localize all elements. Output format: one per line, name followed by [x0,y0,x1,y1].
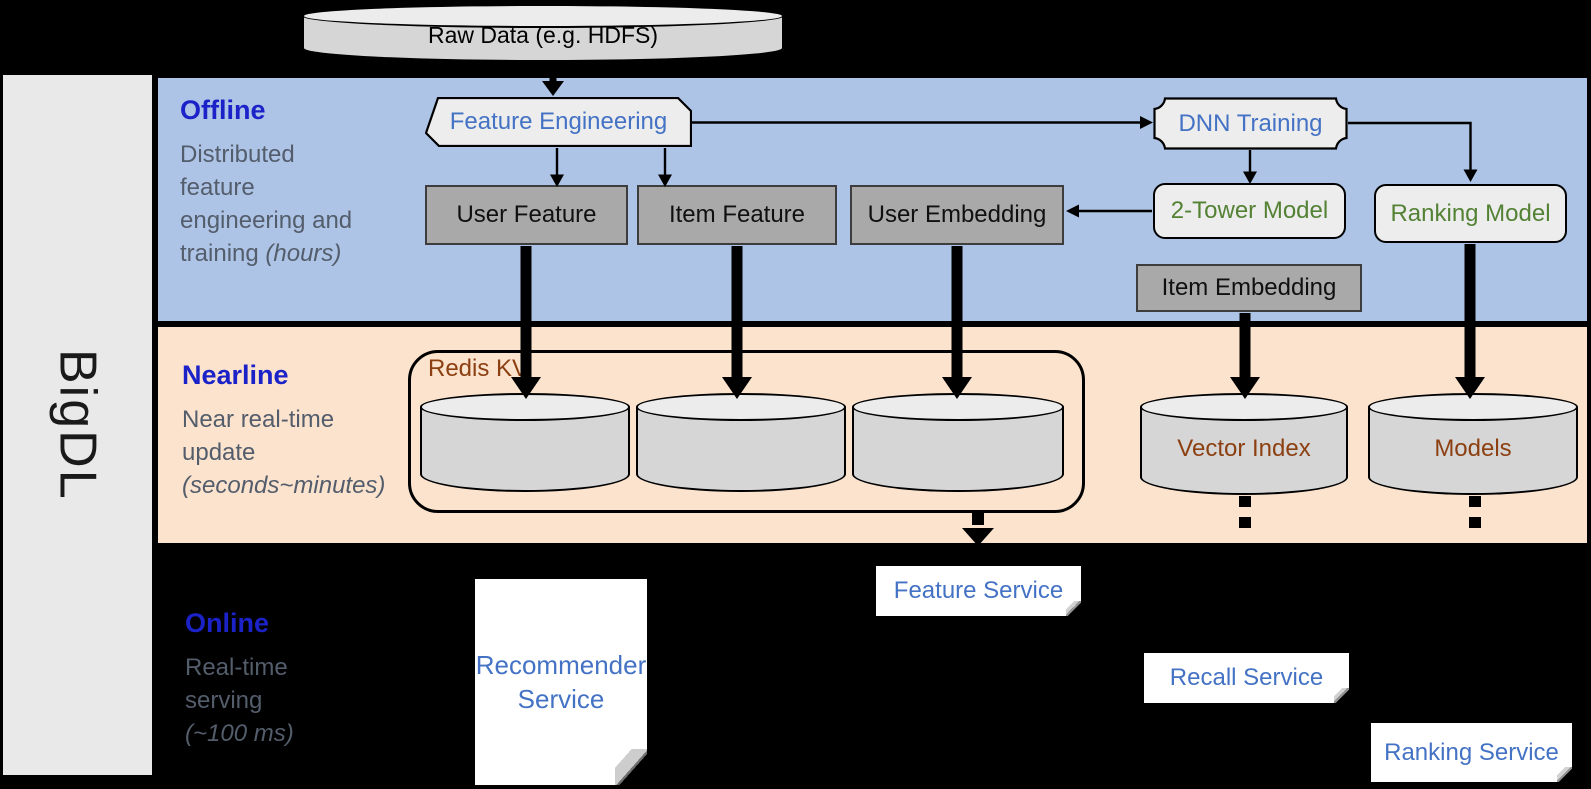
recall-service-box: Recall Service [1144,653,1349,703]
online-info: Online Real-time serving (~100 ms) [185,608,435,750]
raw-data-store: Raw Data (e.g. HDFS) [302,4,784,62]
offline-desc-line: Distributed [180,141,295,168]
redis-shard-cylinder [852,393,1064,492]
ranking-service-box: Ranking Service [1371,723,1572,782]
online-description: Real-time serving (~100 ms) [185,651,435,750]
cylinder-body [1368,407,1578,495]
cylinder-top [420,393,630,421]
user-embedding-node: User Embedding [850,185,1064,245]
cylinder-body [636,407,846,492]
models-label: Models [1434,435,1512,462]
recommender-service-label: Recommender [475,650,647,680]
offline-info: Offline Distributed feature engineering … [180,95,430,270]
vector-index-store: Vector Index [1140,393,1348,495]
cylinder-body [420,407,630,492]
offline-desc-line: engineering and [180,207,353,234]
dnn-training-label: DNN Training [1178,109,1323,137]
user-feature-node: User Feature [425,185,628,245]
two-tower-model-node: 2-Tower Model [1153,183,1346,239]
feature-engineering-node: Feature Engineering [425,97,692,147]
nearline-title: Nearline [182,360,289,390]
recommender-service-label: Service [517,684,605,714]
cylinder-top [1368,393,1578,421]
offline-desc-line: training (hours) [180,237,430,270]
cylinder-top [1140,393,1348,421]
nearline-desc-line: update [182,439,256,466]
card-shape [425,97,692,147]
raw-data-label: Raw Data (e.g. HDFS) [427,22,659,48]
offline-desc-tail: training [180,240,266,267]
cylinder-body [1140,407,1348,495]
bigdl-sidebar: BigDL [3,75,152,775]
item-feature-node: Item Feature [637,185,837,245]
offline-desc-duration: (hours) [265,240,342,267]
nearline-description: Near real-time update (seconds~minutes) [182,403,432,502]
ranking-model-label: Ranking Model [1390,199,1551,227]
redis-kv-label: Redis KV [428,355,529,382]
item-embedding-node: Item Embedding [1136,264,1362,312]
feature-engineering-label: Feature Engineering [449,108,668,135]
cylinder-top [636,393,846,421]
online-desc-line: Real-time [185,654,288,681]
item-embedding-label: Item Embedding [1161,274,1337,301]
recall-service-label: Recall Service [1169,664,1324,691]
plaque-shape [1153,97,1348,150]
nearline-info: Nearline Near real-time update (seconds~… [182,360,432,502]
item-feature-label: Item Feature [668,201,806,228]
dnn-training-node: DNN Training [1153,97,1348,150]
online-desc-duration: (~100 ms) [185,720,294,747]
recommender-service-doc: Recommender Service [475,579,647,785]
offline-desc-line: feature [180,174,255,201]
bigdl-logo-text: BigDL [48,349,107,501]
cylinder-top [302,4,784,28]
online-desc-line: serving [185,687,263,714]
offline-title: Offline [180,95,266,125]
user-embedding-label: User Embedding [867,201,1047,228]
cylinder-top [852,393,1064,421]
models-store: Models [1368,393,1578,495]
ranking-model-node: Ranking Model [1374,184,1567,243]
feature-service-box: Feature Service [876,566,1081,616]
vector-index-label: Vector Index [1177,435,1311,462]
nearline-desc-line: Near real-time [182,406,335,433]
two-tower-model-label: 2-Tower Model [1170,197,1329,224]
offline-description: Distributed feature engineering and trai… [180,138,430,270]
redis-shard-cylinder [636,393,846,492]
feature-service-label: Feature Service [893,577,1064,604]
redis-shard-cylinder [420,393,630,492]
online-title: Online [185,608,270,638]
user-feature-label: User Feature [456,201,597,228]
ranking-service-label: Ranking Service [1384,738,1559,766]
cylinder-body [852,407,1064,492]
nearline-desc-duration: (seconds~minutes) [182,472,386,499]
redis-kv-container: Redis KV [408,350,1085,513]
